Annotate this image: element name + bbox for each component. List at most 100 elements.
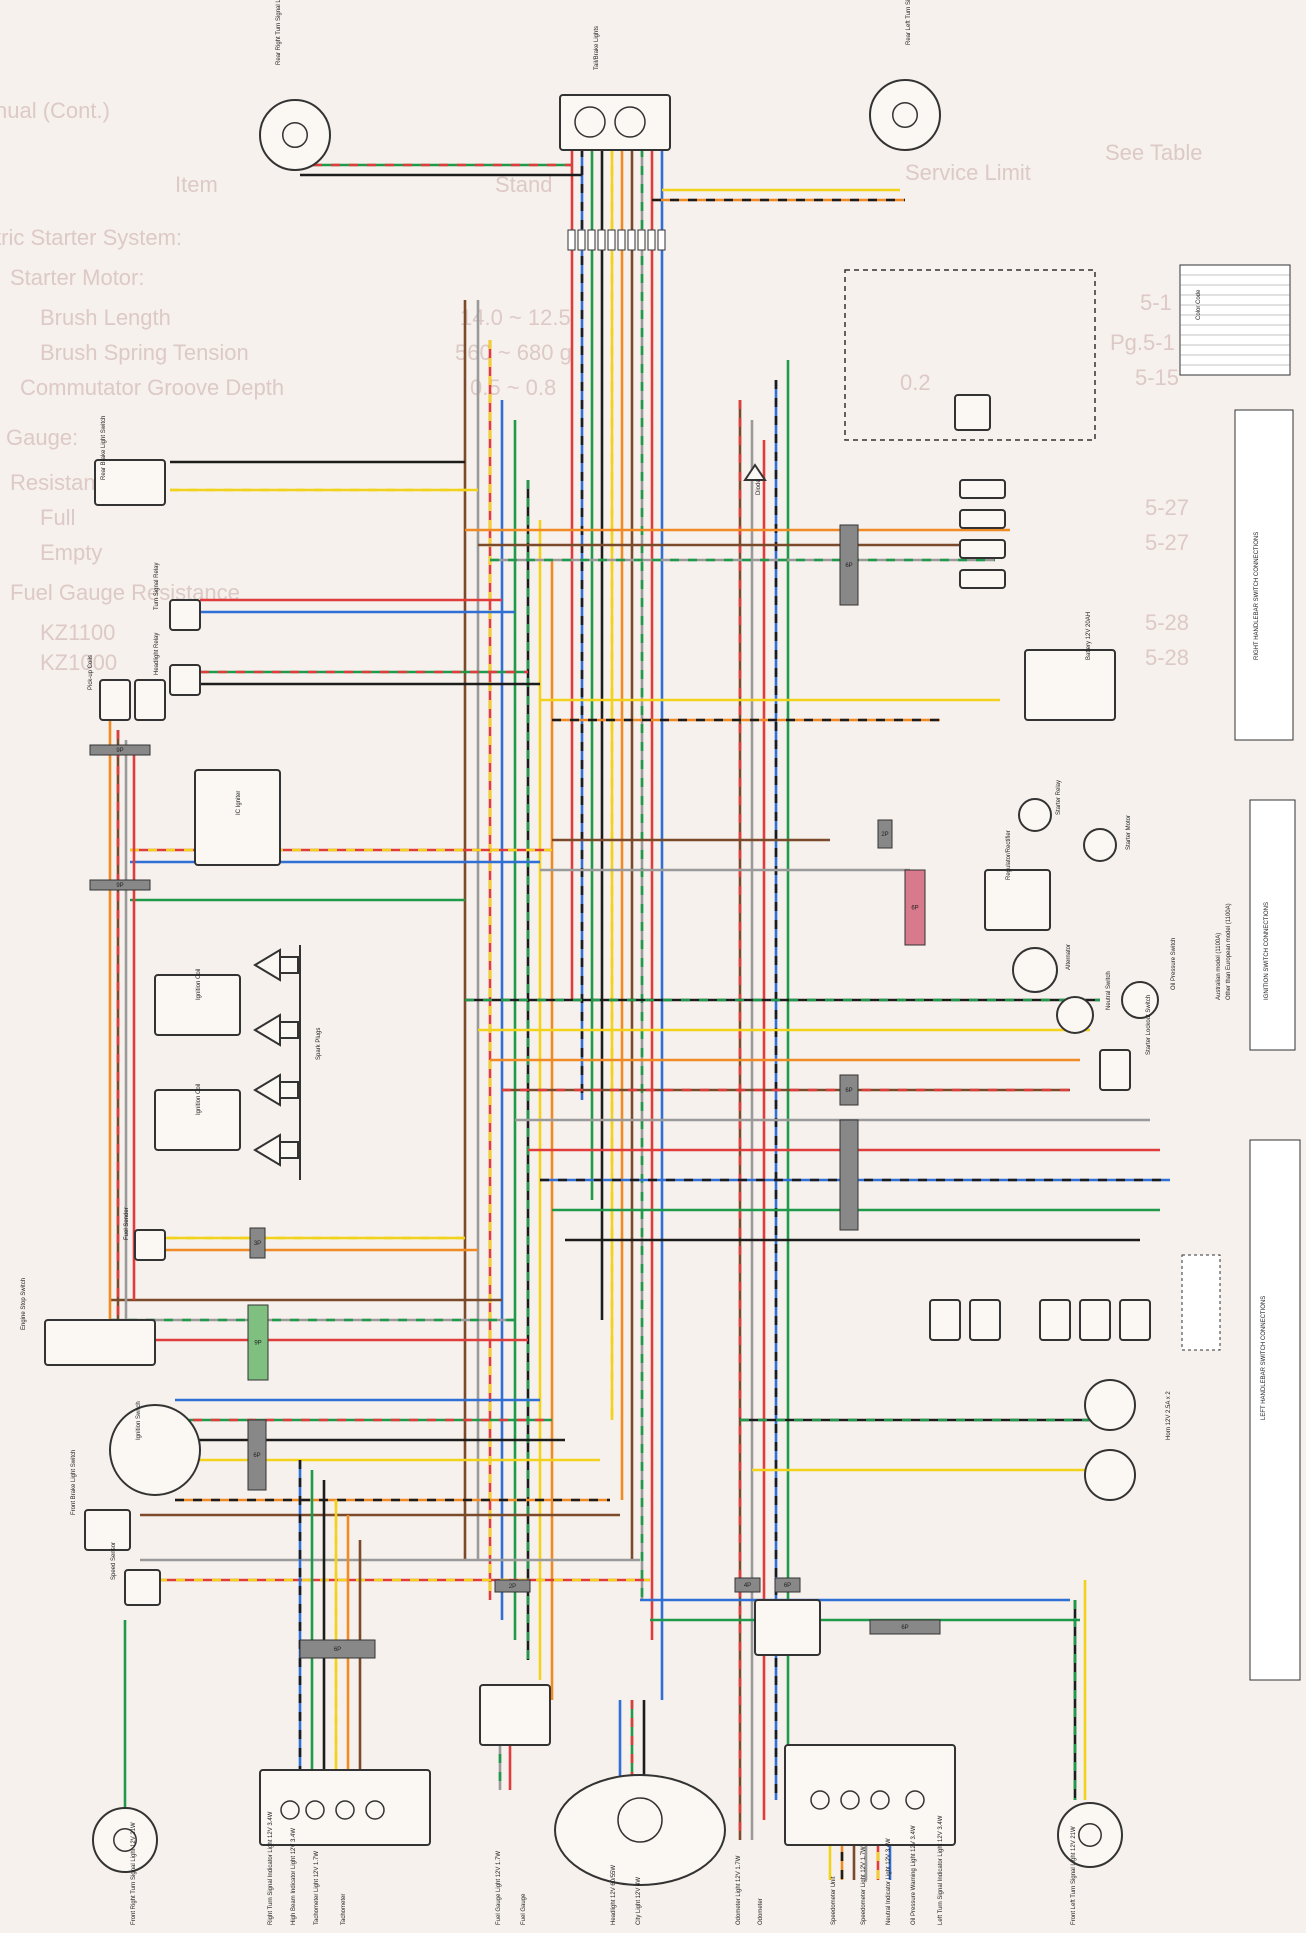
label-ic-igniter: IC Igniter <box>236 791 242 815</box>
label-rear-left-turn: Rear Left Turn Signal Light 12V 23W <box>906 0 912 45</box>
label-horn: Horn 12V 2.5A x 2 <box>1166 1391 1172 1440</box>
bullet-connector <box>607 229 616 251</box>
fuel-sender <box>134 1229 166 1261</box>
indicator-bulb-r-3 <box>870 1790 890 1810</box>
label-right-handlebar-table: RIGHT HANDLEBAR SWITCH CONNECTIONS <box>1254 532 1260 660</box>
left-handlebar-conn-2 <box>969 1299 1001 1341</box>
label-turn-signal-relay: Turn Signal Relay <box>154 563 160 610</box>
label-ignition-coil-1: Ignition Coil <box>196 969 202 1000</box>
caption-1: Front Right Turn Signal Light 12V 21W <box>131 1822 137 1925</box>
caption-17: Front Left Turn Signal Light 12V 21W <box>1071 1826 1077 1925</box>
bullet-connector <box>567 229 576 251</box>
starter-relay <box>1018 798 1052 832</box>
bleed-row-8: Full <box>40 505 75 530</box>
rear-left-turn-signal-bulb <box>892 102 918 128</box>
bleed-row-12: KZ1000 <box>40 650 117 675</box>
label-left-handlebar-table: LEFT HANDLEBAR SWITCH CONNECTIONS <box>1261 1296 1267 1420</box>
connector-6p-meter-l-label: 6P <box>334 1647 341 1653</box>
indicator-bulb-r-4 <box>905 1790 925 1810</box>
headlight-bulb <box>617 1797 663 1843</box>
label-diode: Diode <box>756 479 762 495</box>
connector-3p-b-label: 6P <box>784 1583 791 1589</box>
bleed-tab-6: 5-28 <box>1145 610 1189 635</box>
tail-bulb-1 <box>574 106 606 138</box>
bleed-tab-3: 5-15 <box>1135 365 1179 390</box>
front-right-turn-signal-bulb <box>113 1828 137 1852</box>
label-speed-sensor: Speed Sensor <box>111 1542 117 1580</box>
fuse-block-3 <box>959 539 1006 559</box>
bullet-connector <box>597 229 606 251</box>
connector-pink-6p-label: 6P <box>911 906 918 912</box>
connector-2p <box>494 1579 531 1593</box>
connector-3p-label: 3P <box>254 1241 261 1247</box>
connector-6p-meter-r-label: 6P <box>901 1625 908 1631</box>
caption-5: Tachometer <box>341 1894 347 1925</box>
label-fuel-sender: Fuel Sender <box>124 1207 130 1240</box>
engine-stop-switch <box>44 1319 156 1366</box>
bleed-row-9: Empty <box>40 540 102 565</box>
rear-right-turn-signal <box>259 99 331 171</box>
connector-2p-label: 2P <box>509 1584 516 1590</box>
connector-6p-mid <box>839 524 859 606</box>
meter-cluster-left <box>259 1769 431 1846</box>
label-spark-plugs: Spark Plugs <box>316 1028 322 1060</box>
connector-4p <box>734 1577 761 1593</box>
legend-note-box <box>1181 1254 1221 1351</box>
fuse-block-1 <box>959 479 1006 499</box>
label-rear-right-turn: Rear Right Turn Signal Light 12V 23W <box>276 0 282 65</box>
connector-6p-mid-label: 6P <box>845 563 852 569</box>
indicator-bulb-1 <box>280 1800 300 1820</box>
front-left-turn-signal <box>1057 1802 1123 1868</box>
fuse-block-2 <box>959 509 1006 529</box>
bleed-lim-1: 0.2 <box>900 370 931 395</box>
bleed-std-2: 560 ~ 680 g <box>455 340 572 365</box>
connector-green-9p <box>247 1304 269 1381</box>
caption-3: High Beam Indicator Light 12V 3.4W <box>291 1828 297 1925</box>
bleed-title: nual (Cont.) <box>0 98 110 123</box>
connector-3p <box>249 1227 266 1259</box>
front-left-turn-signal-housing <box>1057 1802 1123 1868</box>
connector-2p-b-label: 2P <box>881 832 888 838</box>
spark-plug-tip-3 <box>279 1081 299 1099</box>
connector-9p-a-label: 9P <box>116 748 123 754</box>
speed-sensor <box>124 1569 161 1606</box>
connector-2p-b <box>877 819 893 849</box>
bullet-connector <box>587 229 596 251</box>
left-handlebar-conn-3 <box>1039 1299 1071 1341</box>
label-ignition-coil-2: Ignition Coil <box>196 1084 202 1115</box>
caption-14: Neutral Indicator Light 12V 3.4W <box>886 1838 892 1925</box>
left-handlebar-conn-1 <box>929 1299 961 1341</box>
alternator <box>1012 947 1058 993</box>
bleed-tab-5: 5-27 <box>1145 530 1189 555</box>
front-right-turn-signal <box>92 1807 158 1873</box>
diode <box>743 463 767 481</box>
caption-15: Oil Pressure Warning Light 12V 3.4W <box>911 1825 917 1925</box>
starter-lockout-switch <box>1099 1049 1131 1091</box>
connector-6p-meter-r <box>869 1619 941 1635</box>
label-ignition-switch: Ignition Switch <box>136 1401 142 1440</box>
headlight-relay <box>169 664 201 696</box>
right-handlebar-table <box>1234 409 1294 741</box>
caption-9: City Light 12V 4W <box>636 1877 642 1925</box>
label-model-note-2: Other than European model (1100A) <box>1226 903 1232 1000</box>
indicator-bulb-4 <box>365 1800 385 1820</box>
bleed-tab-4: 5-27 <box>1145 495 1189 520</box>
bleed-row-6: l Gauge: <box>0 425 78 450</box>
label-front-brake-switch: Front Brake Light Switch <box>71 1450 77 1515</box>
label-tail-brake: Tail/Brake Lights <box>594 26 600 70</box>
caption-8: Headlight 12V 60/55W <box>611 1865 617 1925</box>
front-brake-light-switch <box>84 1509 131 1551</box>
tail-bulb-2 <box>614 106 646 138</box>
connector-9p-b-label: 9P <box>116 883 123 889</box>
bleed-std-3: 0.5 ~ 0.8 <box>470 375 556 400</box>
label-model-note-1: Australian model (1100A) <box>1216 933 1222 1000</box>
fuel-gauge-unit <box>479 1684 551 1746</box>
indicator-bulb-2 <box>305 1800 325 1820</box>
spark-plug-tip-2 <box>279 1021 299 1039</box>
label-color-key: Color Code <box>1196 289 1202 320</box>
bleed-tab-1: 5-1 <box>1140 290 1172 315</box>
label-starter-lockout-switch: Starter Lockout Switch <box>1146 995 1152 1055</box>
label-alternator: Alternator <box>1066 944 1072 970</box>
connector-6p-meter-l <box>299 1639 376 1659</box>
